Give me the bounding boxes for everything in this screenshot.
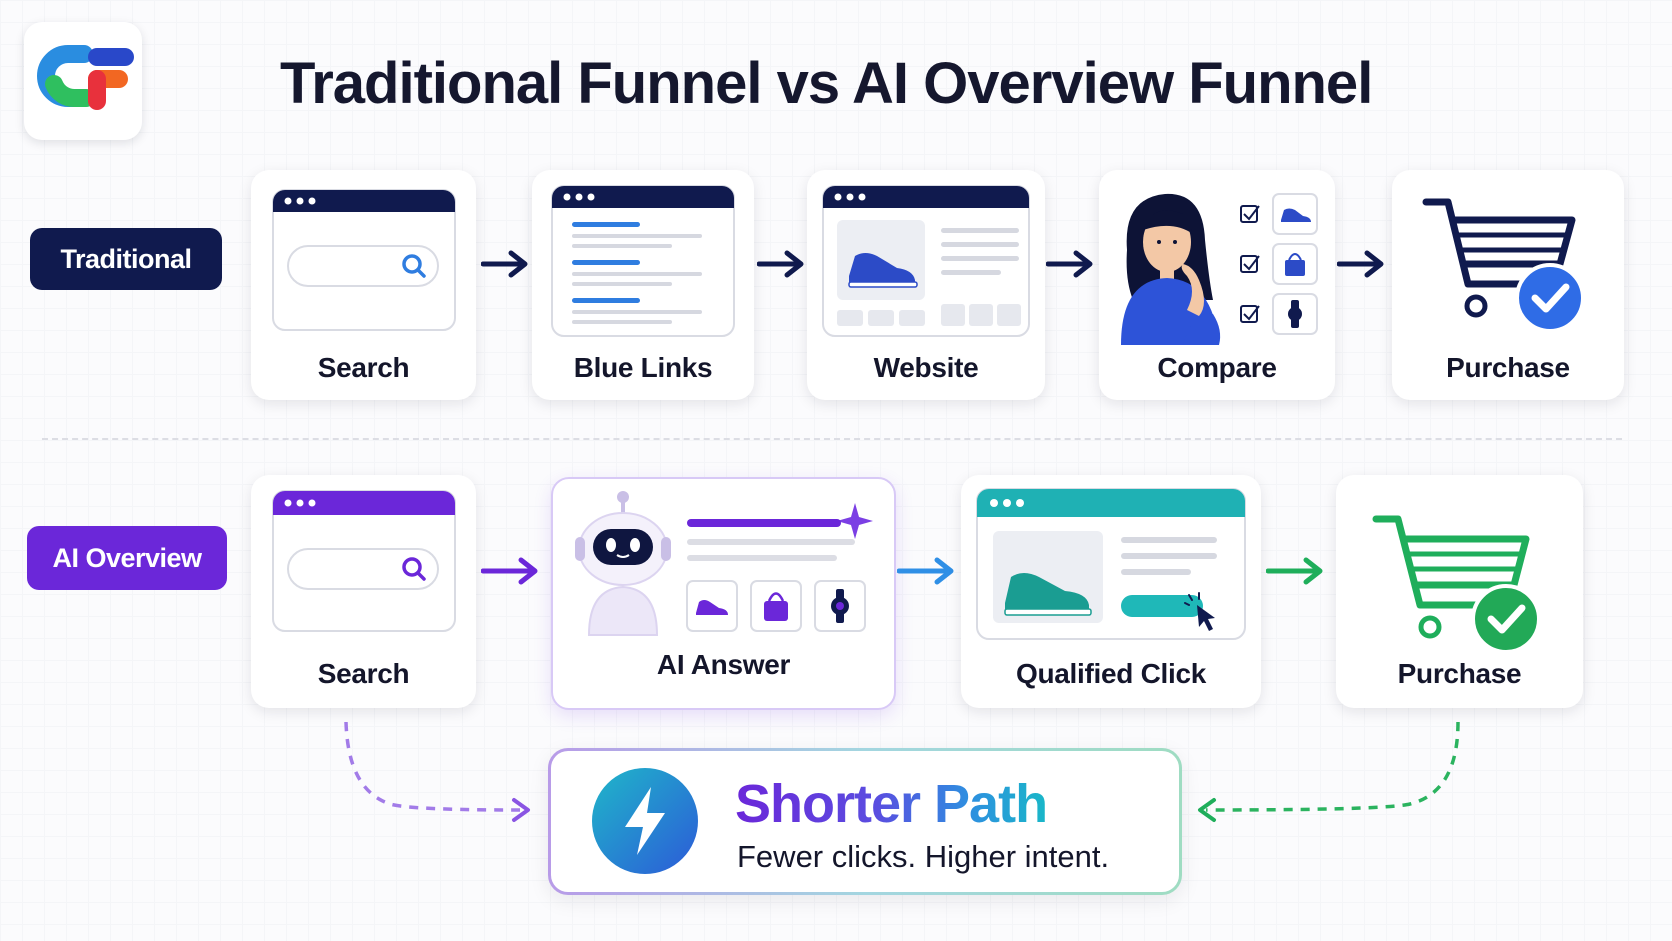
results-list-icon [551, 185, 735, 337]
product-click-icon [976, 488, 1246, 640]
cart-check-icon [1372, 515, 1541, 654]
arrow-right-icon [1337, 250, 1384, 278]
trad-step-compare: Compare [1099, 170, 1335, 400]
shorter-path-subtitle: Fewer clicks. Higher intent. [737, 839, 1110, 874]
logo [24, 22, 142, 140]
step-label: Website [873, 352, 979, 383]
robot-answer-icon [575, 491, 873, 636]
trad-step-search: Search [251, 170, 476, 400]
ai-overview-pill: AI Overview [27, 526, 227, 590]
person-comparing-icon [1121, 193, 1318, 345]
ai-step-ai-answer: AI Answer [551, 477, 896, 710]
arrow-right-icon [1046, 250, 1093, 278]
dashed-arrow-left-connector [344, 721, 530, 822]
lightning-icon [592, 768, 698, 874]
arrow-right-icon [481, 557, 538, 585]
trad-step-purchase: Purchase [1392, 170, 1624, 400]
section-divider [42, 438, 1622, 440]
arrow-right-icon [897, 557, 954, 585]
product-page-icon [822, 185, 1030, 337]
page-title: Traditional Funnel vs AI Overview Funnel [280, 51, 1373, 116]
arrow-right-icon [1266, 557, 1323, 585]
step-label: Qualified Click [1016, 658, 1206, 689]
ai-step-qualified-click: Qualified Click [961, 475, 1261, 708]
arrow-right-icon [757, 250, 804, 278]
shorter-path-title: Shorter Path [735, 774, 1048, 834]
trad-step-website: Website [807, 170, 1045, 400]
step-label: Search [317, 658, 410, 689]
step-label: Search [317, 352, 410, 383]
search-browser-icon [272, 490, 456, 632]
dashed-arrow-right-connector [1198, 721, 1460, 822]
cf-logo-icon [37, 45, 134, 110]
step-label: AI Answer [656, 649, 791, 680]
step-label: Blue Links [573, 352, 713, 383]
ai-step-purchase: Purchase [1336, 475, 1583, 708]
trad-step-blue-links: Blue Links [532, 170, 754, 400]
step-label: Purchase [1397, 658, 1522, 689]
arrow-right-icon [481, 250, 528, 278]
ai-step-search: Search [251, 475, 476, 708]
cart-check-icon [1422, 198, 1585, 333]
step-label: Purchase [1446, 352, 1570, 383]
search-browser-icon [272, 189, 456, 331]
traditional-pill: Traditional [30, 228, 222, 290]
step-label: Compare [1157, 352, 1277, 383]
shorter-path-callout: Shorter Path Fewer clicks. Higher intent… [548, 748, 1182, 895]
